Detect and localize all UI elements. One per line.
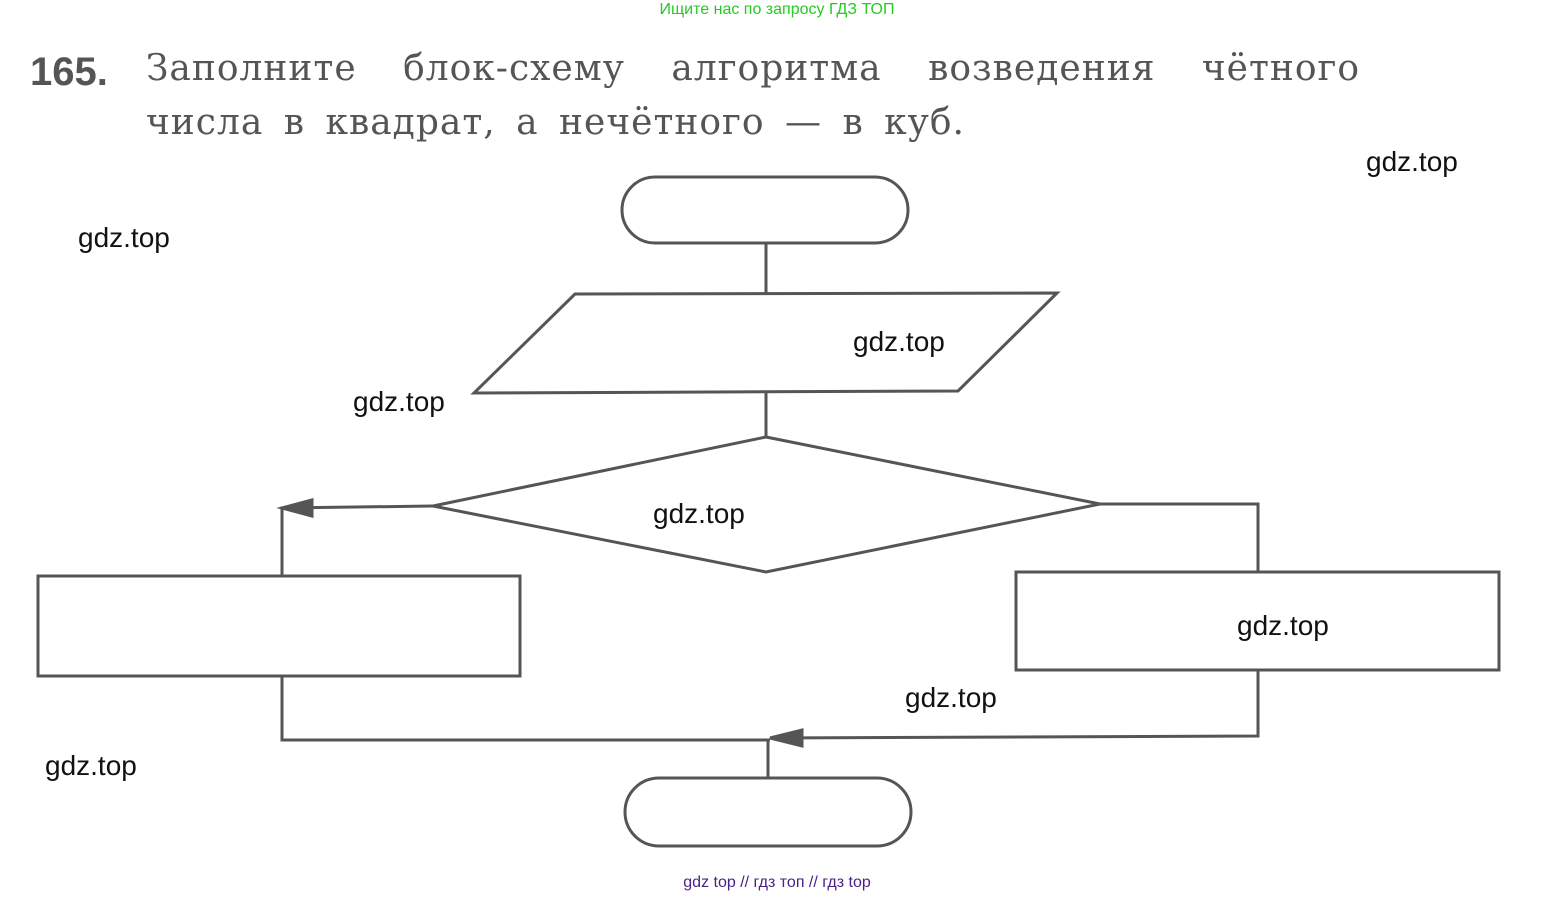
watermark: gdz.top [45, 750, 137, 781]
watermark: gdz.top [1237, 610, 1329, 641]
watermark: gdz.top [78, 222, 170, 253]
task-number: 165. [30, 50, 108, 94]
merge-arrowhead [769, 728, 804, 748]
end-terminator [623, 776, 913, 848]
right-branch-line [1100, 502, 1260, 572]
right-merge-line [769, 670, 1260, 740]
input-parallelogram [470, 291, 1061, 395]
task-text-line-1: Заполните блок-схему алгоритма возведени… [146, 48, 1361, 89]
left-process-box [36, 574, 522, 678]
watermark: gdz.top [905, 682, 997, 713]
search-banner: Ищите нас по запросу ГДЗ ТОП [659, 1, 895, 18]
start-terminator [620, 175, 910, 245]
left-branch-line [280, 504, 434, 576]
watermark: gdz.top [653, 498, 745, 529]
task-text-line-2: числа в квадрат, а нечётного — в куб. [146, 102, 965, 143]
watermark: gdz.top [1366, 146, 1458, 177]
footer-watermark: gdz top // гдз топ // гдз top [683, 874, 871, 891]
left-merge-line [280, 676, 770, 742]
watermark: gdz.top [853, 326, 945, 357]
left-arrowhead [276, 498, 314, 518]
decision-diamond [432, 435, 1101, 574]
watermark: gdz.top [353, 386, 445, 417]
